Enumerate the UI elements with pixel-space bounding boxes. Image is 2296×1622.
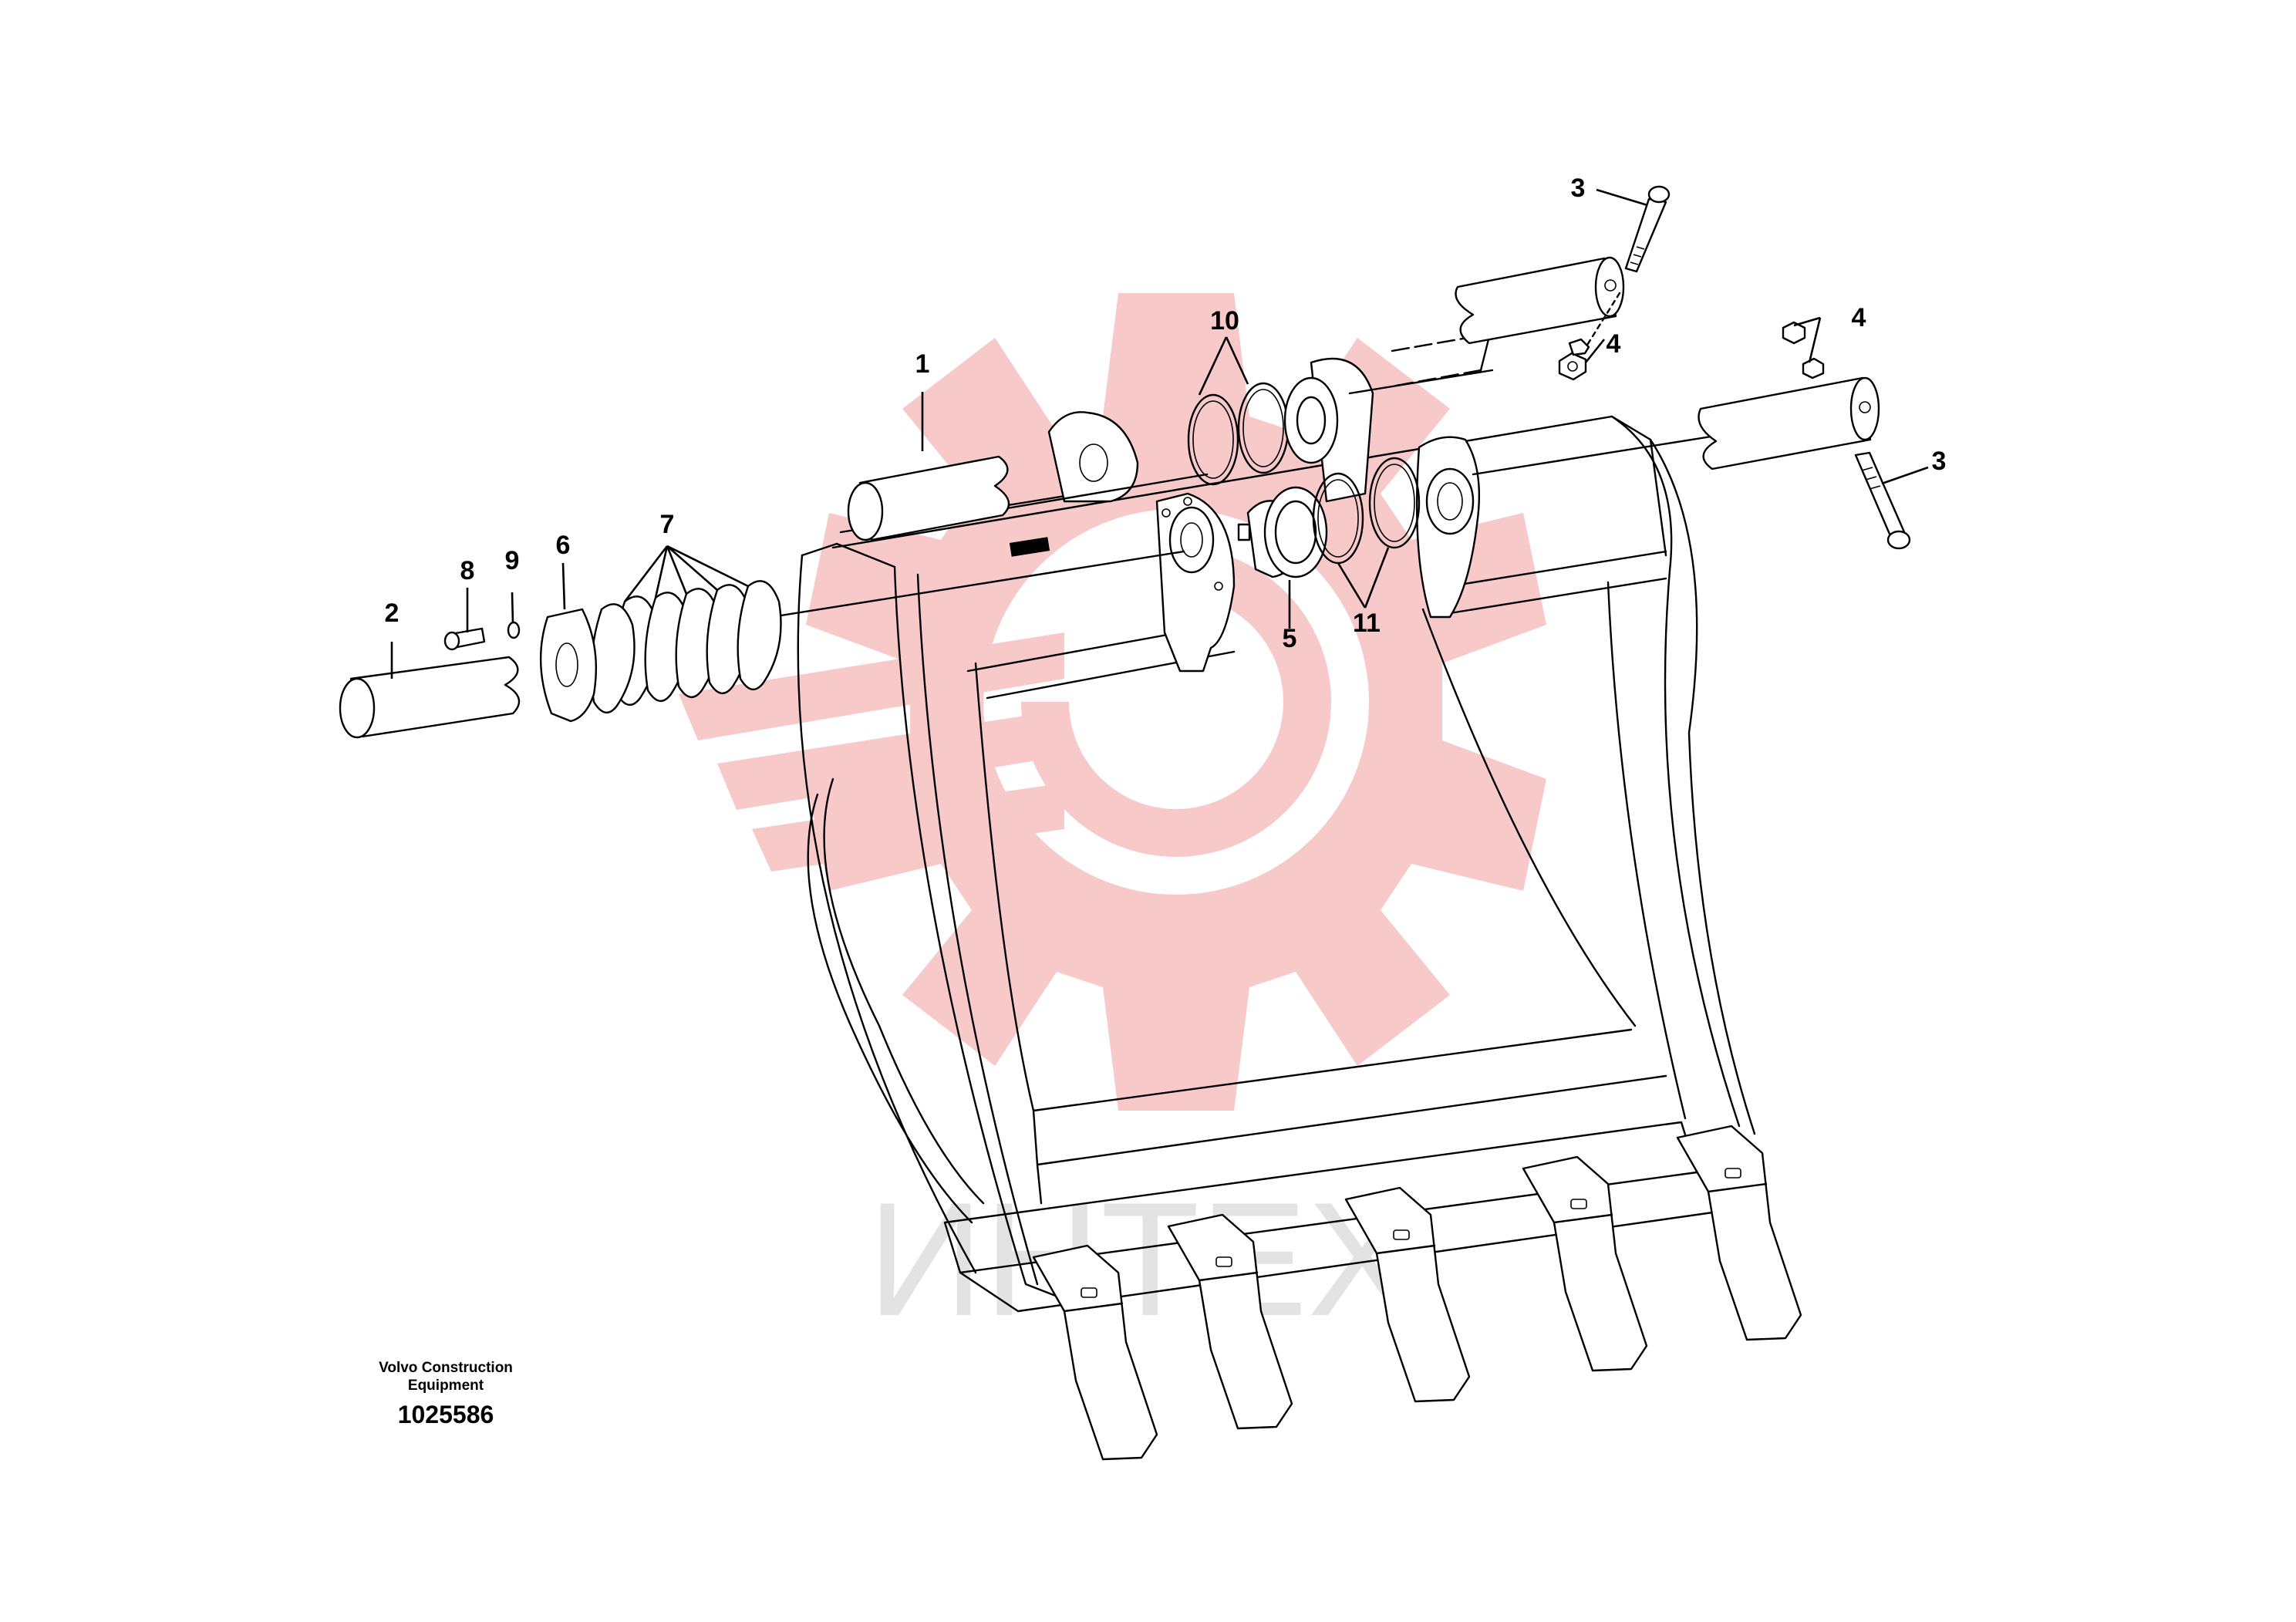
manufacturer-line-2: Equipment	[407, 1378, 484, 1394]
drawing-number: 1025586	[397, 1401, 494, 1428]
bushing-icon	[1237, 486, 1328, 578]
callout-11: 11	[1353, 609, 1381, 638]
end-plate-icon	[539, 608, 598, 723]
pin-icon	[1455, 256, 1625, 345]
callout-3-upper: 3	[1570, 174, 1586, 203]
shim-icon	[590, 580, 782, 713]
callout-1: 1	[915, 349, 930, 379]
bucket-tooth-icon	[1032, 1125, 1802, 1461]
callout-3-lower: 3	[1931, 447, 1947, 476]
watermark-text: ИНТЕХ	[867, 1168, 1415, 1350]
leader-lines	[390, 188, 1929, 679]
callout-10: 10	[1210, 306, 1239, 336]
washer-icon	[507, 621, 521, 639]
watermark-gear-icon	[679, 293, 1546, 1111]
screw-icon	[443, 627, 486, 651]
drawing-caption: Volvo Construction Equipment 1025586	[379, 1359, 513, 1429]
callout-7: 7	[659, 510, 675, 539]
callout-5: 5	[1282, 624, 1297, 653]
callout-9: 9	[504, 546, 520, 575]
pin-icon	[339, 656, 521, 739]
callout-4-left: 4	[1606, 329, 1621, 359]
callout-8: 8	[460, 556, 475, 585]
nut-icon	[1782, 321, 1825, 379]
callout-6: 6	[555, 531, 571, 560]
pin-icon	[1698, 376, 1880, 470]
pin-icon	[847, 455, 1010, 541]
callout-4-right: 4	[1851, 303, 1866, 332]
nut-icon	[1558, 338, 1590, 381]
callout-2: 2	[384, 599, 400, 628]
manufacturer-line-1: Volvo Construction	[379, 1360, 513, 1376]
seal-housing-icon	[1283, 376, 1339, 464]
bolt-icon	[1580, 185, 1671, 356]
bolt-icon	[1854, 451, 1911, 550]
